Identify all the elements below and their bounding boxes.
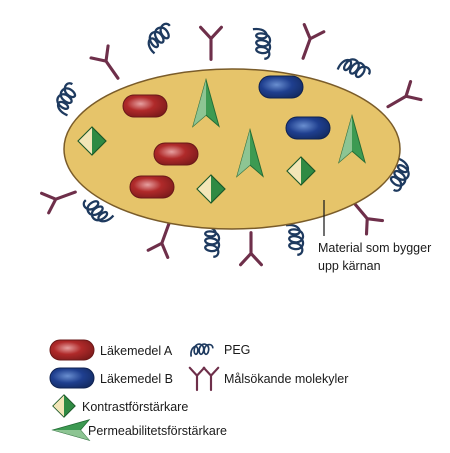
- targeting-molecule-icon: [198, 25, 224, 62]
- core-label-line2: upp kärnan: [318, 259, 381, 273]
- drug-b-capsule: [285, 116, 331, 140]
- peg-icon: [336, 53, 373, 86]
- targeting-molecule-icon: [146, 218, 181, 260]
- legend-drug-b-swatch: [49, 367, 95, 389]
- targeting-molecule-icon: [291, 22, 326, 64]
- legend-permeability-icon: [52, 419, 90, 441]
- drug-b-capsule: [258, 75, 304, 99]
- drug-a-capsule: [122, 94, 168, 118]
- legend-peg-label: PEG: [224, 343, 250, 357]
- legend-drug-b-label: Läkemedel B: [100, 372, 173, 386]
- targeting-molecule-icon: [380, 79, 423, 118]
- legend-targeting-icon-2: [202, 366, 220, 392]
- peg-icon: [284, 223, 305, 256]
- core-contents: [77, 75, 366, 204]
- legend-contrast-label: Kontrastförstärkare: [82, 400, 188, 414]
- legend-permeability-label: Permeabilitetsförstärkare: [88, 424, 227, 438]
- legend-targeting-icon-1: [188, 366, 206, 392]
- legend-drug-a-label: Läkemedel A: [100, 344, 173, 358]
- targeting-molecule-icon: [238, 230, 264, 267]
- legend-contrast-icon: [52, 394, 76, 418]
- core-label-line1: Material som bygger: [318, 241, 431, 255]
- legend-targeting-label: Målsökande molekyler: [224, 372, 348, 386]
- drug-a-capsule: [153, 142, 199, 166]
- targeting-molecule-icon: [39, 180, 81, 215]
- legend: Läkemedel A Läkemedel B Kontrastförstärk…: [49, 339, 348, 441]
- legend-peg-icon: [189, 343, 214, 358]
- peg-icon: [51, 80, 84, 117]
- peg-icon: [142, 20, 179, 55]
- peg-icon: [251, 27, 272, 60]
- peg-icon: [200, 225, 221, 258]
- legend-drug-a-swatch: [49, 339, 95, 361]
- targeting-molecule-icon: [89, 44, 129, 86]
- drug-a-capsule: [129, 175, 175, 199]
